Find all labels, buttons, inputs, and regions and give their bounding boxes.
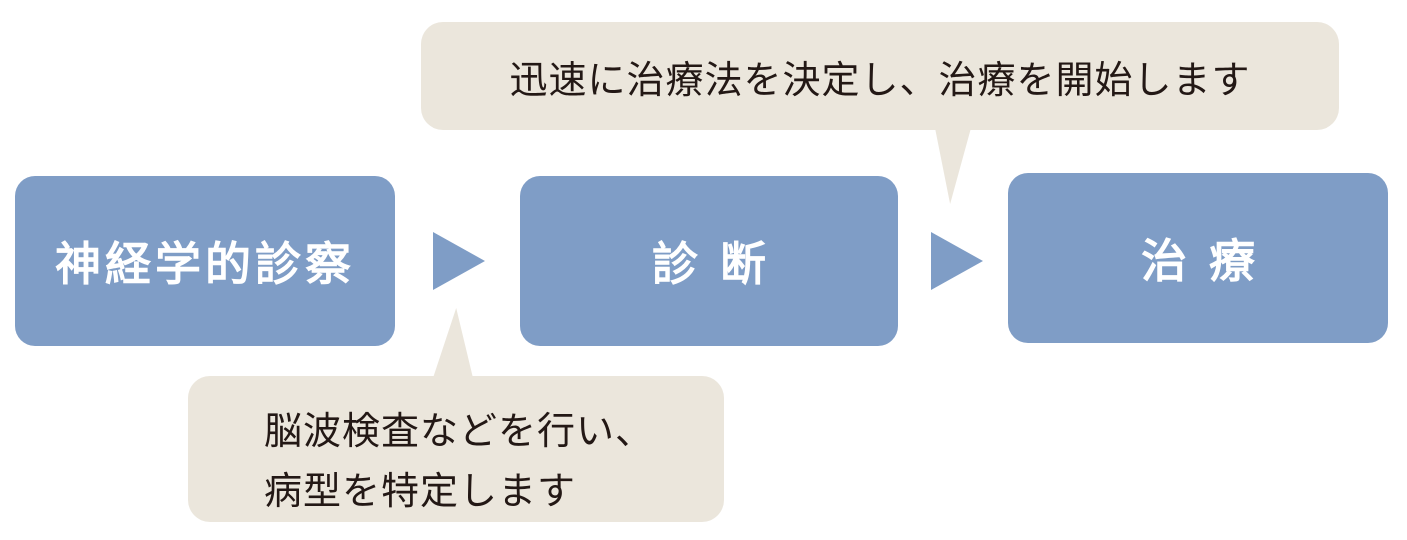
step-diagnosis: 診断: [520, 176, 898, 346]
step-treatment: 治療: [1008, 173, 1388, 343]
arrow-right-icon: [433, 232, 485, 290]
note-bottom-line-1: 脳波検査などを行い、: [264, 409, 655, 453]
arrow-right-icon: [931, 232, 983, 290]
step-label: 治療: [1141, 234, 1277, 288]
bubble-top-tail: [935, 128, 971, 204]
note-bottom-line-2: 病型を特定します: [264, 469, 577, 513]
step-neurological-exam: 神経学的診察: [15, 176, 395, 346]
note-bubble-top: 迅速に治療法を決定し、治療を開始します: [421, 22, 1339, 130]
note-bubble-bottom: 脳波検査などを行い、 病型を特定します: [188, 376, 724, 522]
bubble-bottom-tail: [433, 308, 473, 378]
note-top-text: 迅速に治療法を決定し、治療を開始します: [509, 57, 1251, 102]
step-label: 診断: [652, 237, 788, 291]
step-label: 神経学的診察: [55, 237, 355, 291]
